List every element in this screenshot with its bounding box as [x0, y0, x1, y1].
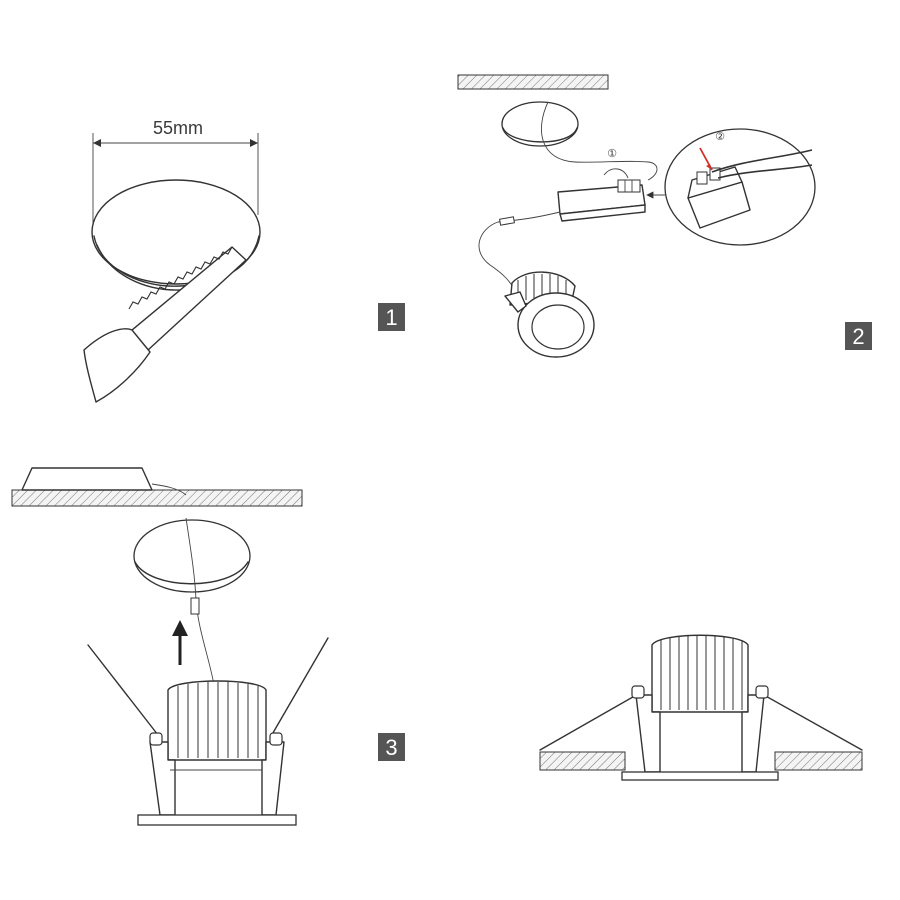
cutout-hole — [91, 179, 261, 291]
right-spring-clip — [269, 637, 329, 739]
dimension-line — [92, 133, 259, 225]
cover-disc — [501, 101, 579, 147]
ceiling-section — [457, 74, 609, 90]
downlight-module — [504, 271, 595, 358]
step-3-panel: 3 — [11, 467, 405, 826]
step-1-panel: 55mm 1 — [83, 118, 405, 403]
ceiling-right — [774, 751, 863, 771]
driver-on-ceiling — [21, 467, 187, 496]
cover-disc-step3 — [133, 519, 251, 593]
step-2-panel: ① ② — [457, 74, 872, 358]
hand-saw-icon — [83, 246, 247, 403]
left-spring-clip — [87, 644, 159, 736]
svg-text:3: 3 — [385, 735, 397, 760]
connector-magnifier — [664, 128, 816, 246]
led-driver — [557, 179, 646, 222]
dimension-label: 55mm — [153, 118, 203, 138]
svg-text:1: 1 — [385, 305, 397, 330]
step-3-badge: 3 — [378, 733, 405, 761]
callout-1-marker: ① — [607, 148, 617, 160]
step-1-badge: 1 — [378, 303, 405, 331]
svg-text:2: 2 — [852, 324, 864, 349]
callout-2-marker: ② — [715, 131, 725, 143]
step-2-badge: 2 — [845, 322, 872, 350]
ceiling-slab — [11, 489, 303, 507]
installed-view — [539, 634, 863, 781]
up-arrow-icon — [172, 620, 188, 665]
ceiling-left — [539, 751, 626, 771]
downlight-side-view — [137, 680, 297, 826]
